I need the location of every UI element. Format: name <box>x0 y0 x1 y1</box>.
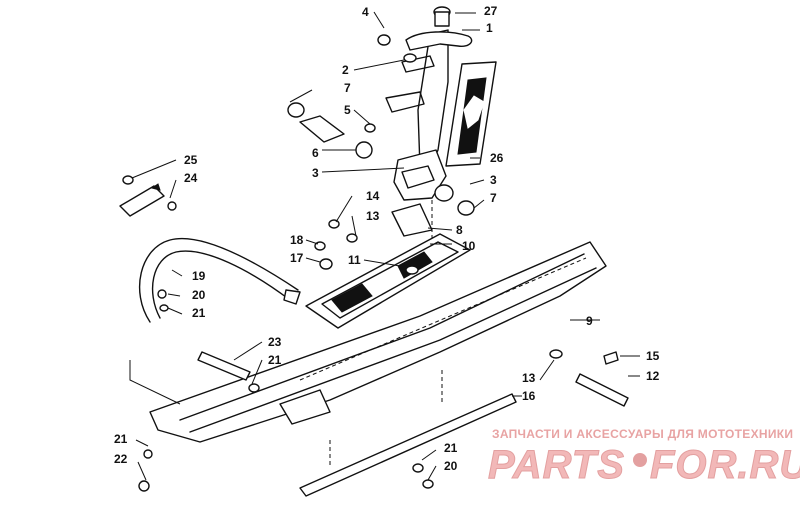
callout-21: 21 <box>444 441 458 455</box>
callout-10: 10 <box>462 239 476 253</box>
watermark: ЗАПЧАСТИ И АКСЕССУАРЫ ДЛЯ МОТОТЕХНИКИ PA… <box>488 427 800 488</box>
callout-1: 1 <box>486 21 493 35</box>
callout-5: 5 <box>344 103 351 117</box>
callout-3: 3 <box>312 166 319 180</box>
callout-14: 14 <box>366 189 380 203</box>
decal <box>445 61 497 167</box>
callout-27: 27 <box>484 4 498 18</box>
callouts: 27 1 4 2 7 5 6 3 26 3 7 14 13 8 10 18 17… <box>114 4 660 473</box>
watermark-caption: ЗАПЧАСТИ И АКСЕССУАРЫ ДЛЯ МОТОТЕХНИКИ <box>492 427 793 441</box>
callout-18: 18 <box>290 233 304 247</box>
callout-13: 13 <box>366 209 380 223</box>
side-bracket <box>119 175 177 217</box>
callout-2: 2 <box>342 63 349 77</box>
callout-21: 21 <box>192 306 206 320</box>
callout-24: 24 <box>184 171 198 185</box>
callout-26: 26 <box>490 151 504 165</box>
callout-20: 20 <box>444 459 458 473</box>
callout-25: 25 <box>184 153 198 167</box>
callout-23: 23 <box>268 335 282 349</box>
callout-7: 7 <box>344 81 351 95</box>
spindle-assembly <box>377 6 473 201</box>
callout-16: 16 <box>522 389 536 403</box>
callout-13: 13 <box>522 371 536 385</box>
leader-lines <box>129 11 640 481</box>
callout-12: 12 <box>646 369 660 383</box>
callout-8: 8 <box>456 223 463 237</box>
ski-loop <box>138 237 301 323</box>
callout-15: 15 <box>646 349 660 363</box>
hardware-top <box>314 219 358 270</box>
callout-22: 22 <box>114 452 128 466</box>
callout-21: 21 <box>268 353 282 367</box>
bolts <box>138 349 629 492</box>
callout-4: 4 <box>362 5 369 19</box>
watermark-brand-right: FOR.RU <box>650 443 800 487</box>
loop-hardware <box>157 289 169 312</box>
callout-7: 7 <box>490 191 497 205</box>
ski <box>149 241 607 443</box>
callout-11: 11 <box>348 253 361 267</box>
callout-3: 3 <box>490 173 497 187</box>
wear-bar <box>299 370 517 497</box>
callout-20: 20 <box>192 288 206 302</box>
watermark-brand-left: PARTS <box>488 443 625 487</box>
callout-21: 21 <box>114 432 128 446</box>
callout-6: 6 <box>312 146 319 160</box>
callout-17: 17 <box>290 251 304 265</box>
ski-bracket <box>305 233 471 329</box>
callout-19: 19 <box>192 269 206 283</box>
watermark-brand-dot <box>633 453 647 467</box>
callout-9: 9 <box>586 314 593 328</box>
